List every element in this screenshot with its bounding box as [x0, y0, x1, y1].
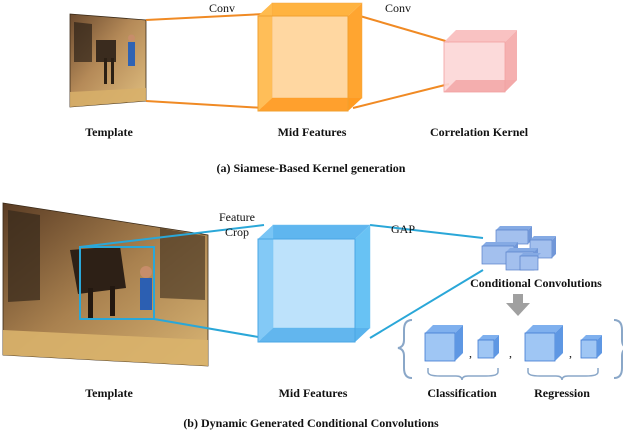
template-image-icon: [2, 202, 209, 367]
caption-a: (a) Siamese-Based Kernel generation: [217, 161, 406, 175]
comma-1: ,: [469, 346, 472, 360]
regression-label: Regression: [534, 386, 590, 400]
left-brace: [397, 319, 413, 379]
template-label-b: Template: [85, 386, 133, 400]
template-label: Template: [85, 125, 133, 139]
gap-label: GAP: [391, 222, 415, 236]
right-brace: [613, 319, 623, 379]
conditional-conv-cluster: [481, 226, 556, 271]
regression-small-cube: [580, 335, 602, 359]
panel-a: Conv Conv Template Mid Features Correlat…: [69, 1, 529, 175]
conv-label-1: Conv: [209, 1, 235, 15]
edge-line: [369, 269, 484, 339]
classification-brace: [427, 368, 499, 381]
edge-line: [369, 224, 484, 239]
feature-crop-label-1: Feature: [219, 210, 255, 224]
mid-features-label-b: Mid Features: [279, 386, 348, 400]
caption-b: (b) Dynamic Generated Conditional Convol…: [183, 416, 439, 430]
edge-line: [352, 13, 450, 43]
conv-label-2: Conv: [385, 1, 411, 15]
regression-brace: [527, 368, 599, 381]
correlation-kernel-cube: [443, 30, 517, 93]
classification-label: Classification: [427, 386, 497, 400]
feature-crop-label-2: Crop: [225, 225, 249, 239]
template-image-icon: [69, 13, 147, 108]
comma-3: ,: [569, 346, 572, 360]
correlation-kernel-label: Correlation Kernel: [430, 125, 529, 139]
classification-big-cube: [424, 325, 463, 362]
mid-features-cube: [257, 2, 363, 112]
panel-b: Conditional Convolutions , , ,: [2, 202, 623, 430]
mid-features-cube: [257, 224, 371, 343]
conditional-convolutions-label: Conditional Convolutions: [470, 276, 602, 290]
edge-line: [153, 318, 265, 339]
comma-2: ,: [509, 346, 512, 360]
mid-features-label: Mid Features: [278, 125, 347, 139]
edge-line: [145, 100, 265, 109]
edge-line: [352, 83, 450, 109]
down-arrow-icon: [506, 294, 530, 316]
regression-big-cube: [524, 325, 563, 362]
edge-line: [145, 13, 265, 21]
edge-line: [79, 224, 265, 248]
classification-small-cube: [477, 335, 499, 359]
